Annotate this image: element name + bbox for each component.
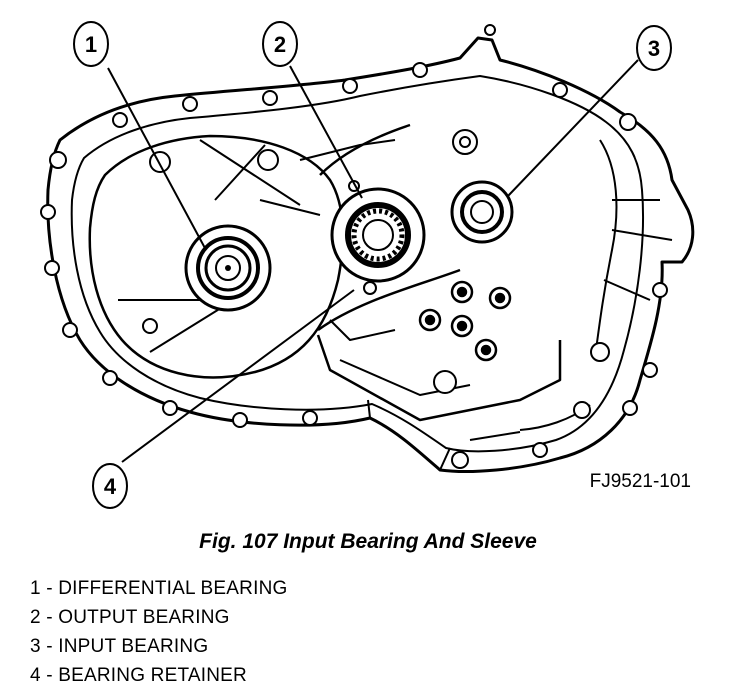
boss [494, 292, 506, 304]
callout-3: 3 [636, 25, 672, 71]
bolt-hole [182, 96, 198, 112]
right-cover [595, 139, 673, 351]
callout-4: 4 [92, 463, 128, 509]
bolt-hole [232, 412, 248, 428]
bolt-hole [552, 82, 568, 98]
differential-center [215, 255, 241, 281]
bolt-hole [112, 112, 128, 128]
bolt-hole [262, 90, 278, 106]
valve-body-bosses [418, 280, 512, 362]
bolt-hole [532, 442, 548, 458]
bell-housing [88, 134, 345, 379]
output-bearing-ring [345, 202, 411, 268]
bolt-hole [433, 370, 457, 394]
bolt-hole [590, 342, 610, 362]
boss [456, 286, 468, 298]
output-bearing-bore [362, 219, 394, 251]
bolt-hole [642, 362, 658, 378]
transaxle-case [46, 36, 695, 473]
boss [480, 344, 492, 356]
callout-1: 1 [73, 21, 109, 67]
retainer-bolt [363, 281, 377, 295]
legend-item: 2 - OUTPUT BEARING [30, 607, 230, 628]
bolt-hole [652, 282, 668, 298]
output-bearing [330, 180, 426, 295]
bolt-hole [619, 113, 637, 131]
bolt-hole [149, 151, 171, 173]
bolt-hole [573, 401, 591, 419]
bolt-hole [62, 322, 78, 338]
legend-item: 4 - BEARING RETAINER [30, 665, 247, 686]
callout-number: 1 [85, 32, 97, 57]
figure-code: FJ9521-101 [590, 471, 691, 492]
callout-circle [262, 21, 298, 67]
callout-number: 4 [104, 474, 117, 499]
legend-item: 1 - DIFFERENTIAL BEARING [30, 578, 288, 599]
bolt-hole [484, 24, 496, 36]
callout-number: 2 [274, 32, 286, 57]
input-bearing [450, 180, 514, 244]
callouts: 1 2 3 4 [73, 21, 672, 509]
bolt-hole [302, 410, 318, 426]
bolt-hole [102, 370, 118, 386]
callout-number: 3 [648, 36, 660, 61]
callout-2: 2 [262, 21, 298, 67]
callout-circle [636, 25, 672, 71]
legend: 1 - DIFFERENTIAL BEARING 2 - OUTPUT BEAR… [30, 574, 287, 690]
differential-bearing [184, 224, 272, 312]
bolt-hole [622, 400, 638, 416]
input-bearing-bore [470, 200, 494, 224]
leader-line-3 [507, 59, 639, 197]
bolt-hole [142, 318, 158, 334]
callout-circle [73, 21, 109, 67]
transaxle-case-illustration: 1 2 3 4 FJ9521-101 [40, 21, 695, 509]
leader-line-2 [289, 65, 363, 199]
bolt-hole [451, 451, 469, 469]
case-inner-flange [70, 75, 645, 453]
leader-lines [107, 59, 639, 463]
bolt-hole [257, 149, 279, 171]
bolt-hole [44, 260, 60, 276]
leader-line-1 [107, 67, 207, 251]
leader-line-4 [121, 289, 355, 463]
output-bearing-splines [351, 208, 405, 262]
input-bearing-ring [460, 190, 504, 234]
case-bolt-holes [40, 24, 668, 469]
bolt-hole [49, 151, 67, 169]
boss [424, 314, 436, 326]
lower-flange [367, 399, 591, 471]
differential-race [196, 236, 260, 300]
bolt-hole [162, 400, 178, 416]
differential-race-inner [204, 244, 252, 292]
bolt-hole [459, 136, 471, 148]
bolt-hole [342, 78, 358, 94]
legend-item: 3 - INPUT BEARING [30, 636, 209, 657]
bolt-hole [40, 204, 56, 220]
bolt-hole [412, 62, 428, 78]
case-outer-outline [46, 36, 695, 473]
differential-center-dot [225, 265, 231, 271]
boss [456, 320, 468, 332]
callout-circle [92, 463, 128, 509]
figure-caption: Fig. 107 Input Bearing And Sleeve [199, 530, 537, 553]
bell-rib [118, 139, 321, 353]
